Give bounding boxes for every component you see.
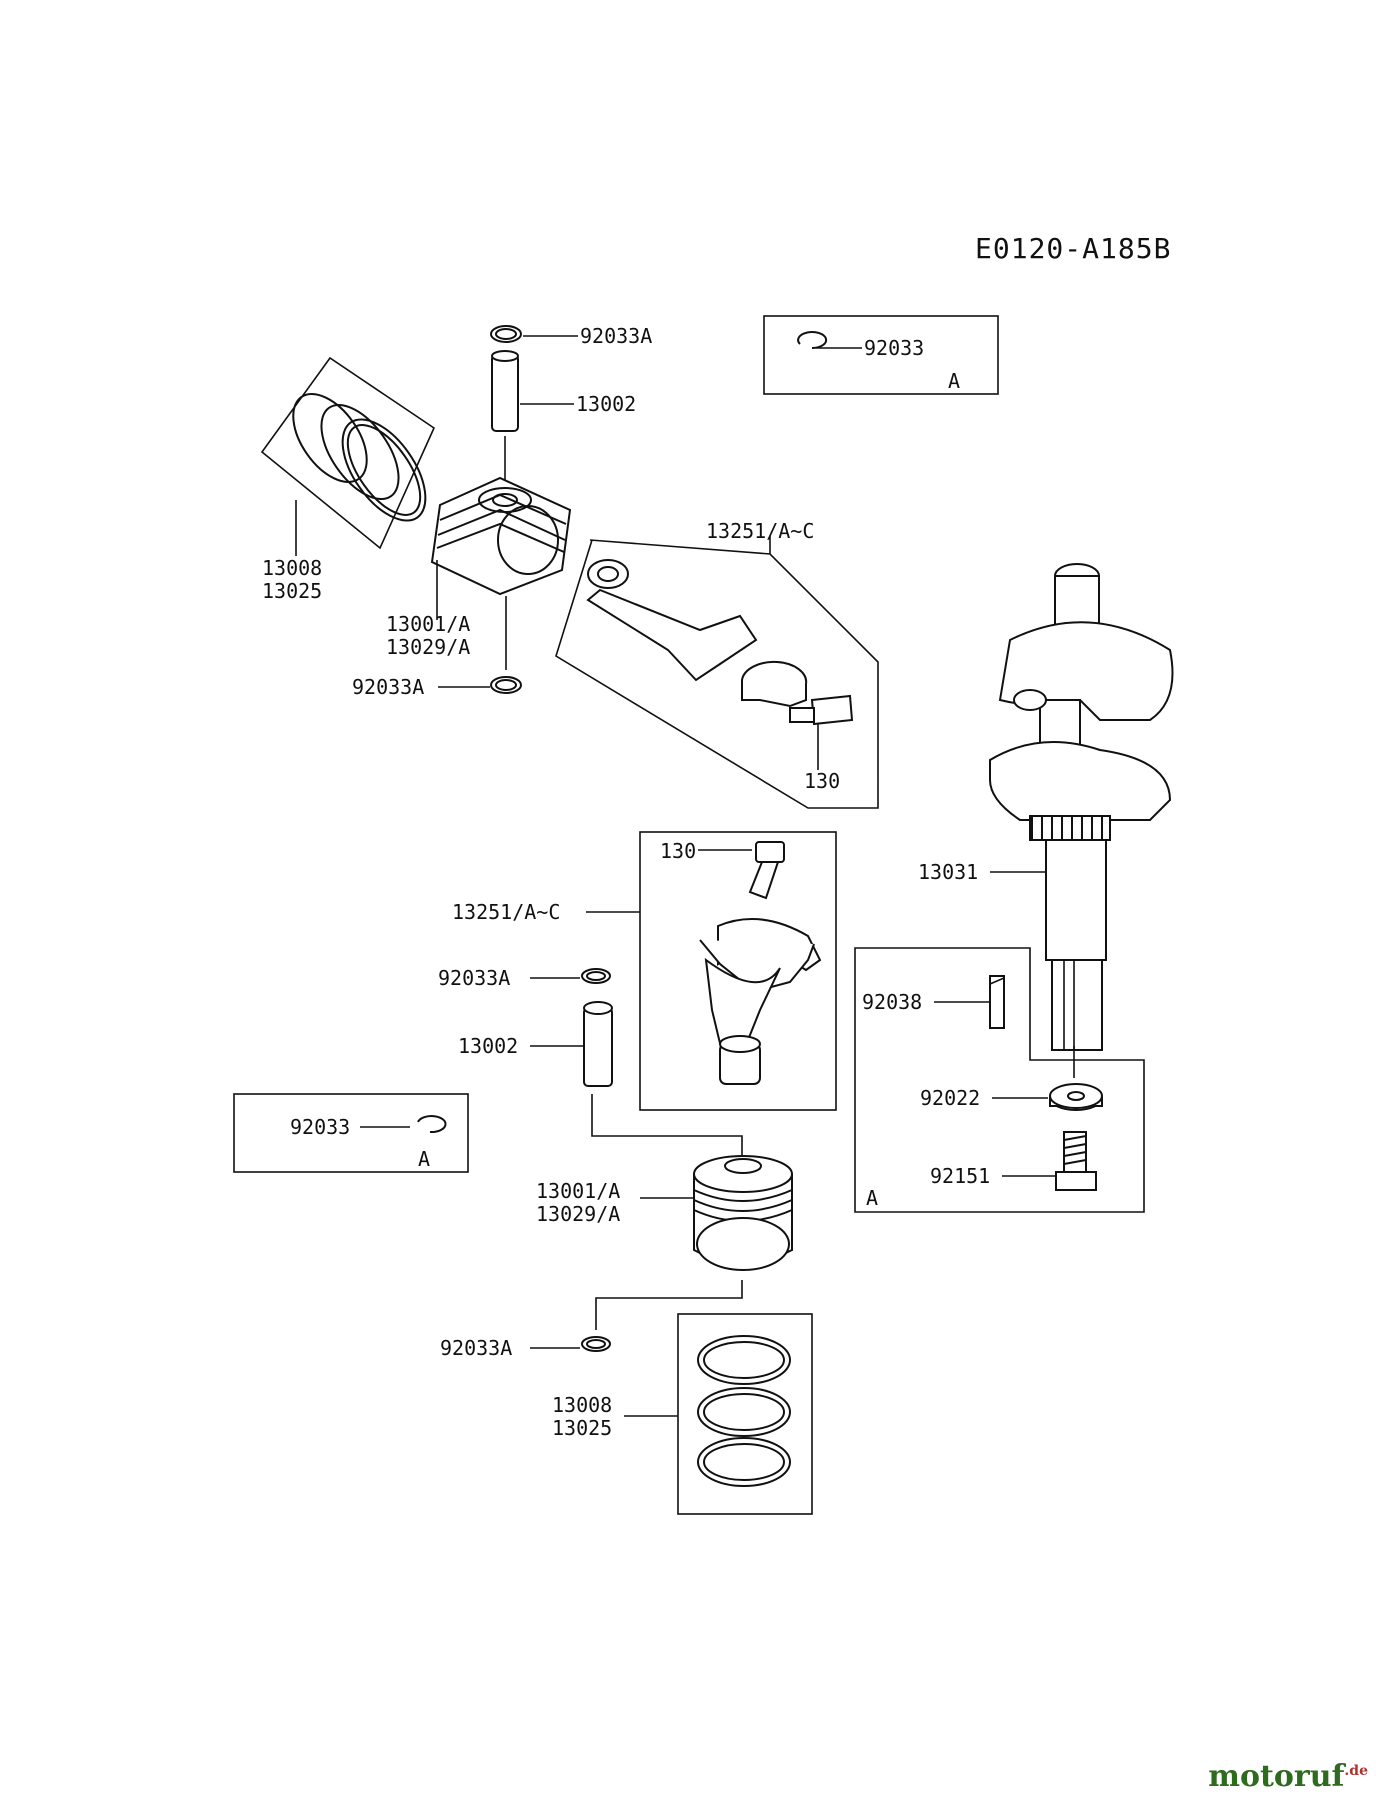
circlip-bottom-icon [581, 1336, 611, 1352]
label-92038: 92038 [862, 990, 922, 1014]
circlip-top-icon [490, 325, 522, 343]
connecting-rod-top-icon [586, 559, 808, 708]
label-13001A-bot: 13001/A [536, 1179, 620, 1203]
label-92033A-left: 92033A [438, 966, 510, 990]
variant-box-a-top [763, 315, 999, 395]
circlip-box-top-icon [797, 331, 828, 350]
label-13002-top: 13002 [576, 392, 636, 416]
bolt-right-icon [1055, 1131, 1097, 1191]
conrod-box-mid [639, 831, 837, 1111]
bolt-mid-icon [748, 841, 785, 900]
label-13029A-bot: 13029/A [536, 1202, 620, 1226]
label-13025-bot: 13025 [552, 1416, 612, 1440]
label-92033-box-left: 92033 [290, 1115, 350, 1139]
label-13002-mid: 13002 [458, 1034, 518, 1058]
label-13251-top: 13251/A~C [706, 519, 814, 543]
label-92022: 92022 [920, 1086, 980, 1110]
label-130-top: 130 [804, 769, 840, 793]
label-13008-top: 13008 [262, 556, 322, 580]
crankshaft-icon [989, 563, 1174, 1051]
label-13008-bot: 13008 [552, 1393, 612, 1417]
watermark-logo: motoruf.de [1208, 1759, 1368, 1794]
key-icon [989, 975, 1005, 1029]
label-92033A-top: 92033A [580, 324, 652, 348]
label-13251-mid: 13251/A~C [452, 900, 560, 924]
label-92033A-bot: 92033A [440, 1336, 512, 1360]
piston-pin-top-icon [491, 350, 519, 432]
diagram-code: E0120-A185B [975, 232, 1171, 265]
piston-rings-bottom-icon [697, 1335, 791, 1487]
piston-pin-mid-icon [583, 1001, 613, 1087]
circlip-box-left-icon [417, 1115, 447, 1134]
bolt-top-icon [789, 694, 854, 726]
piston-top-icon [430, 476, 572, 596]
label-A-left: A [418, 1147, 430, 1171]
variant-box-a-left [233, 1093, 469, 1173]
piston-rings-top-icon [292, 393, 427, 522]
circlip-left-icon [581, 968, 611, 984]
label-92033-box-top: 92033 [864, 336, 924, 360]
watermark-tld: .de [1344, 1763, 1368, 1779]
label-13025-top: 13025 [262, 579, 322, 603]
ring-box-top [260, 356, 436, 550]
washer-icon [1049, 1083, 1103, 1111]
label-13029A-top: 13029/A [386, 635, 470, 659]
label-A-top: A [948, 369, 960, 393]
piston-bottom-icon [693, 1155, 793, 1271]
label-130-mid: 130 [660, 839, 696, 863]
circlip-mid-icon [490, 676, 522, 694]
watermark-name: motoruf [1208, 1759, 1345, 1794]
label-92033A-mid: 92033A [352, 675, 424, 699]
ring-box-bottom [677, 1313, 813, 1515]
label-13031: 13031 [918, 860, 978, 884]
label-A-right: A [866, 1186, 878, 1210]
connecting-rod-mid-icon [699, 917, 822, 1085]
label-13001A-top: 13001/A [386, 612, 470, 636]
variant-box-a-right [854, 947, 1145, 1213]
label-92151: 92151 [930, 1164, 990, 1188]
